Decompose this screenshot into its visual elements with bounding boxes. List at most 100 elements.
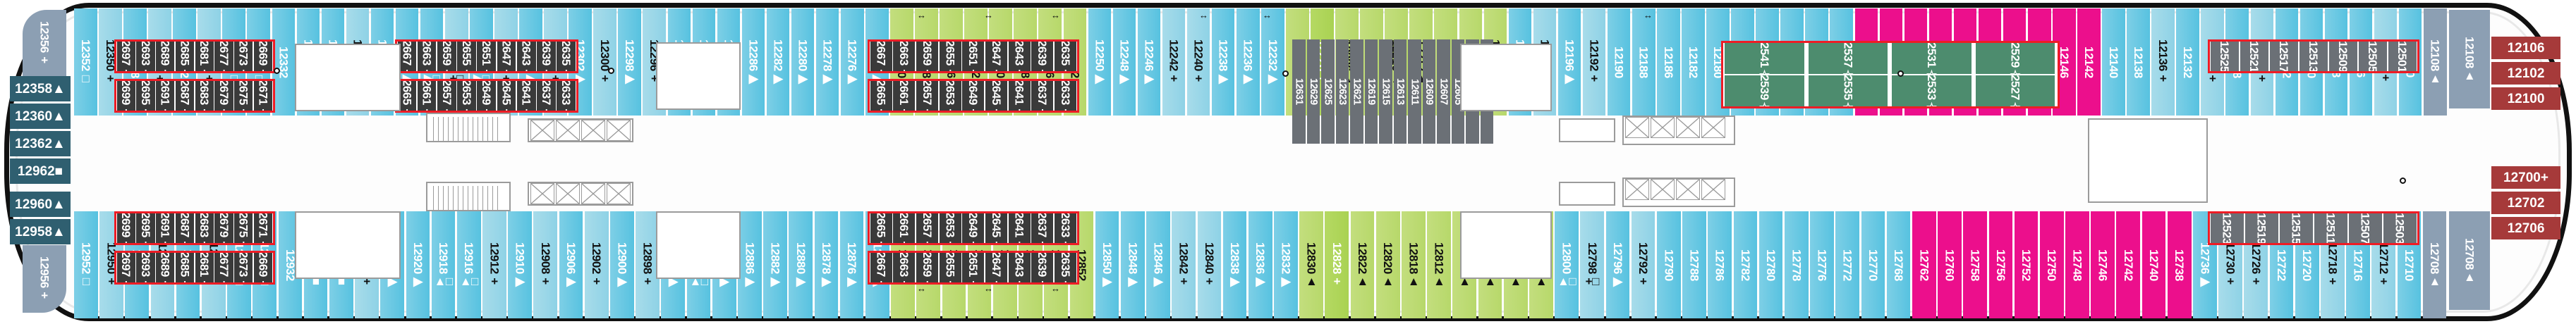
cabin-12667[interactable]: 12667+ — [870, 42, 892, 71]
cabin-12708[interactable]: 12708▲ — [2422, 211, 2447, 318]
cabin-12683[interactable]: 12683+ — [195, 213, 214, 243]
cabin-12693[interactable]: 12693+ — [136, 253, 155, 282]
cabin-12647[interactable]: 12647+ — [985, 42, 1007, 71]
cabin-12625[interactable]: 12625 — [1321, 39, 1335, 144]
cabin-12182[interactable]: 12182 — [1682, 8, 1705, 116]
cabin-12756[interactable]: 12756 — [1988, 211, 2013, 318]
cabin-12649[interactable]: 12649+ — [962, 81, 985, 111]
cabin-12669[interactable]: 12669+ — [253, 253, 272, 282]
cabin-12792[interactable]: 12792+ — [1631, 211, 1655, 318]
cabin-12188[interactable]: 12188 — [1632, 8, 1655, 116]
cabin-12655[interactable]: 12655+ — [939, 42, 961, 71]
cabin-12641[interactable]: 12641+ — [516, 81, 536, 111]
cabin-12685[interactable]: 12685+ — [175, 42, 194, 71]
cabin-12655[interactable]: 12655+ — [457, 42, 476, 71]
cabin-12830[interactable]: 12830▲ — [1299, 211, 1323, 318]
cabin-12886[interactable]: 12886▶ — [738, 211, 762, 318]
cabin-12102[interactable]: 12102 — [2491, 62, 2560, 85]
cabin-12661[interactable]: 12661+ — [893, 213, 916, 243]
cabin-12702[interactable]: 12702 — [2491, 192, 2560, 214]
cabin-12611[interactable]: 12611 — [1408, 39, 1421, 144]
cabin-12280[interactable]: 12280▶ — [791, 8, 815, 116]
cabin-12748[interactable]: 12748 — [2065, 211, 2089, 318]
cabin-12828[interactable]: 12828+ — [1325, 211, 1349, 318]
cabin-12136[interactable]: 12136+ — [2151, 8, 2175, 116]
cabin-12695[interactable]: 12695+ — [136, 213, 155, 243]
cabin-12820[interactable]: 12820▲ — [1375, 211, 1400, 318]
cabin-12738[interactable]: 12738 — [2167, 211, 2192, 318]
cabin-12822[interactable]: 12822▲ — [1350, 211, 1375, 318]
cabin-12675[interactable]: 12675+ — [234, 213, 253, 243]
cabin-12677[interactable]: 12677+ — [214, 42, 233, 71]
cabin-12912[interactable]: 12912+ — [482, 211, 506, 318]
cabin-12535[interactable]: 12535☆ — [1808, 75, 1888, 106]
cabin-12631[interactable]: 12631 — [1292, 39, 1306, 144]
cabin-12529[interactable]: 12529☆ — [1975, 43, 2055, 74]
cabin-12657[interactable]: 12657+ — [437, 81, 456, 111]
cabin-12952[interactable]: 12952□ — [74, 211, 98, 318]
cabin-12663[interactable]: 12663+ — [893, 42, 916, 71]
cabin-12657[interactable]: 12657+ — [916, 213, 938, 243]
cabin-12362[interactable]: 12362▲ — [10, 131, 71, 156]
cabin-12679[interactable]: 12679+ — [214, 81, 233, 111]
cabin-12635[interactable]: 12635+ — [1054, 42, 1076, 71]
cabin-12699[interactable]: 12699+ — [116, 81, 135, 111]
cabin-12240[interactable]: 12240+ — [1186, 8, 1210, 116]
cabin-12906[interactable]: 12906▶ — [559, 211, 583, 318]
cabin-12643[interactable]: 12643+ — [1008, 253, 1031, 282]
cabin-12677[interactable]: 12677+ — [214, 253, 233, 282]
cabin-12689[interactable]: 12689+ — [156, 253, 175, 282]
cabin-12651[interactable]: 12651+ — [477, 42, 497, 71]
cabin-12356[interactable]: 12356+ — [23, 10, 66, 77]
cabin-12633[interactable]: 12633+ — [1054, 213, 1076, 243]
cabin-12250[interactable]: 12250▶ — [1088, 8, 1112, 116]
cabin-12100[interactable]: 12100 — [2491, 87, 2560, 110]
cabin-12653[interactable]: 12653+ — [939, 81, 961, 111]
cabin-12693[interactable]: 12693+ — [136, 42, 155, 71]
cabin-12647[interactable]: 12647+ — [985, 253, 1007, 282]
cabin-12531[interactable]: 12531☆ — [1892, 43, 1972, 74]
cabin-12509[interactable]: 12509 — [2328, 42, 2357, 71]
cabin-12778[interactable]: 12778 — [1784, 211, 1809, 318]
cabin-12539[interactable]: 12539☆ — [1725, 75, 1804, 106]
cabin-12842[interactable]: 12842+ — [1172, 211, 1196, 318]
cabin-12838[interactable]: 12838▶ — [1222, 211, 1247, 318]
cabin-12671[interactable]: 12671+ — [253, 213, 272, 243]
cabin-12681[interactable]: 12681+ — [195, 253, 214, 282]
cabin-12523[interactable]: 12523 — [2210, 213, 2244, 243]
cabin-12898[interactable]: 12898+ — [636, 211, 660, 318]
cabin-12527[interactable]: 12527☆ — [1975, 75, 2055, 106]
cabin-12298[interactable]: 12298▶ — [618, 8, 641, 116]
cabin-12106[interactable]: 12106 — [2491, 37, 2560, 59]
cabin-12146[interactable]: 12146 — [2053, 8, 2076, 116]
cabin-12758[interactable]: 12758 — [1963, 211, 1987, 318]
cabin-12818[interactable]: 12818▲ — [1402, 211, 1426, 318]
cabin-12796[interactable]: 12796▶ — [1605, 211, 1630, 318]
cabin-12621[interactable]: 12621 — [1350, 39, 1363, 144]
cabin-12812[interactable]: 12812▲ — [1427, 211, 1451, 318]
cabin-12643[interactable]: 12643+ — [516, 42, 536, 71]
cabin-12537[interactable]: 12537☆ — [1808, 43, 1888, 74]
cabin-12140[interactable]: 12140 — [2102, 8, 2125, 116]
cabin-12706[interactable]: 12706 — [2491, 217, 2560, 239]
cabin-12645[interactable]: 12645+ — [985, 213, 1007, 243]
cabin-12190[interactable]: 12190 — [1607, 8, 1631, 116]
cabin-12840[interactable]: 12840+ — [1197, 211, 1222, 318]
cabin-12541[interactable]: 12541☆ — [1725, 43, 1804, 74]
cabin-12657[interactable]: 12657+ — [916, 81, 938, 111]
cabin-12671[interactable]: 12671+ — [253, 81, 272, 111]
cabin-12278[interactable]: 12278▶ — [815, 8, 839, 116]
cabin-12615[interactable]: 12615 — [1379, 39, 1392, 144]
cabin-12673[interactable]: 12673+ — [234, 253, 253, 282]
cabin-12633[interactable]: 12633+ — [557, 81, 576, 111]
cabin-12619[interactable]: 12619 — [1364, 39, 1378, 144]
cabin-12246[interactable]: 12246▶ — [1137, 8, 1161, 116]
cabin-12643[interactable]: 12643+ — [1008, 42, 1031, 71]
cabin-12637[interactable]: 12637+ — [537, 81, 556, 111]
cabin-12916[interactable]: 12916▲□ — [456, 211, 481, 318]
cabin-12607[interactable]: 12607 — [1437, 39, 1450, 144]
cabin-12637[interactable]: 12637+ — [1031, 213, 1054, 243]
cabin-12962[interactable]: 12962■ — [10, 158, 71, 184]
cabin-12708[interactable]: 12708▲ — [2449, 211, 2490, 310]
cabin-12920[interactable]: 12920▶ — [406, 211, 430, 318]
